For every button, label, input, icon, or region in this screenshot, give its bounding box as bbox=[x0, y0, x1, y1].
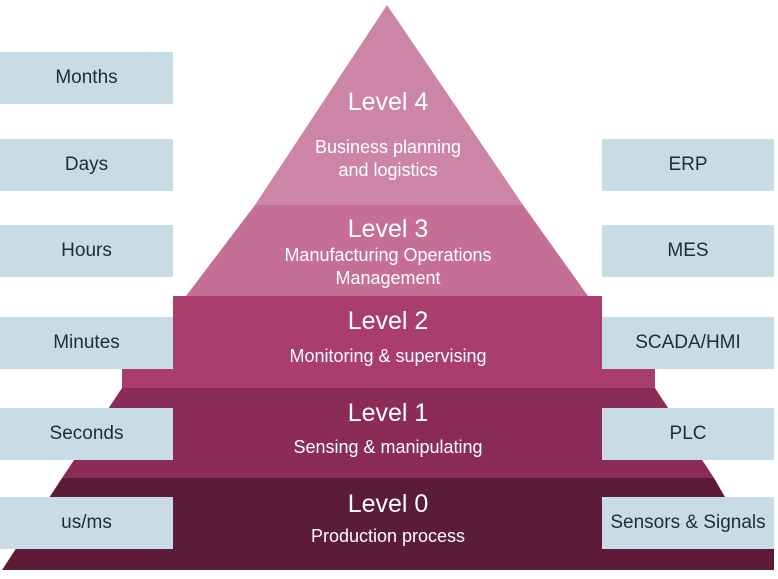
level-3-title: Level 3 bbox=[347, 215, 429, 243]
system-mes: MES bbox=[602, 225, 774, 277]
system-scada-hmi: SCADA/HMI bbox=[602, 317, 774, 369]
level-2-description: Monitoring & supervising bbox=[289, 346, 487, 366]
level-0-segment bbox=[2, 478, 774, 570]
system-sensors-signals: Sensors & Signals bbox=[602, 497, 774, 549]
level-2-title: Level 2 bbox=[347, 307, 429, 335]
level-1-description: Sensing & manipulating bbox=[293, 437, 483, 457]
timescale-seconds: Seconds bbox=[0, 408, 173, 460]
timescale-hours: Hours bbox=[0, 225, 173, 277]
level-3-desc-line2: Management bbox=[335, 268, 441, 288]
timescale-us-ms: us/ms bbox=[0, 497, 173, 549]
timescale-days: Days bbox=[0, 139, 173, 191]
level-3-segment bbox=[186, 205, 588, 296]
level-3-description: Manufacturing Operations Management bbox=[284, 244, 491, 290]
timescale-months: Months bbox=[0, 52, 173, 104]
level-4-title: Level 4 bbox=[347, 88, 429, 116]
level-0-title: Level 0 bbox=[347, 490, 429, 518]
system-erp: ERP bbox=[602, 139, 774, 191]
level-3-desc-line1: Manufacturing Operations bbox=[284, 245, 492, 265]
system-plc: PLC bbox=[602, 408, 774, 460]
timescale-minutes: Minutes bbox=[0, 317, 173, 369]
level-4-desc-line1: Business planning bbox=[314, 137, 462, 157]
level-2-segment bbox=[122, 296, 655, 388]
level-4-desc-line2: and logistics bbox=[338, 160, 438, 180]
level-0-description: Production process bbox=[310, 526, 466, 546]
level-1-title: Level 1 bbox=[347, 399, 429, 427]
level-4-segment bbox=[255, 5, 523, 205]
level-1-segment bbox=[62, 388, 714, 478]
level-4-description: Business planning and logistics bbox=[315, 136, 461, 182]
